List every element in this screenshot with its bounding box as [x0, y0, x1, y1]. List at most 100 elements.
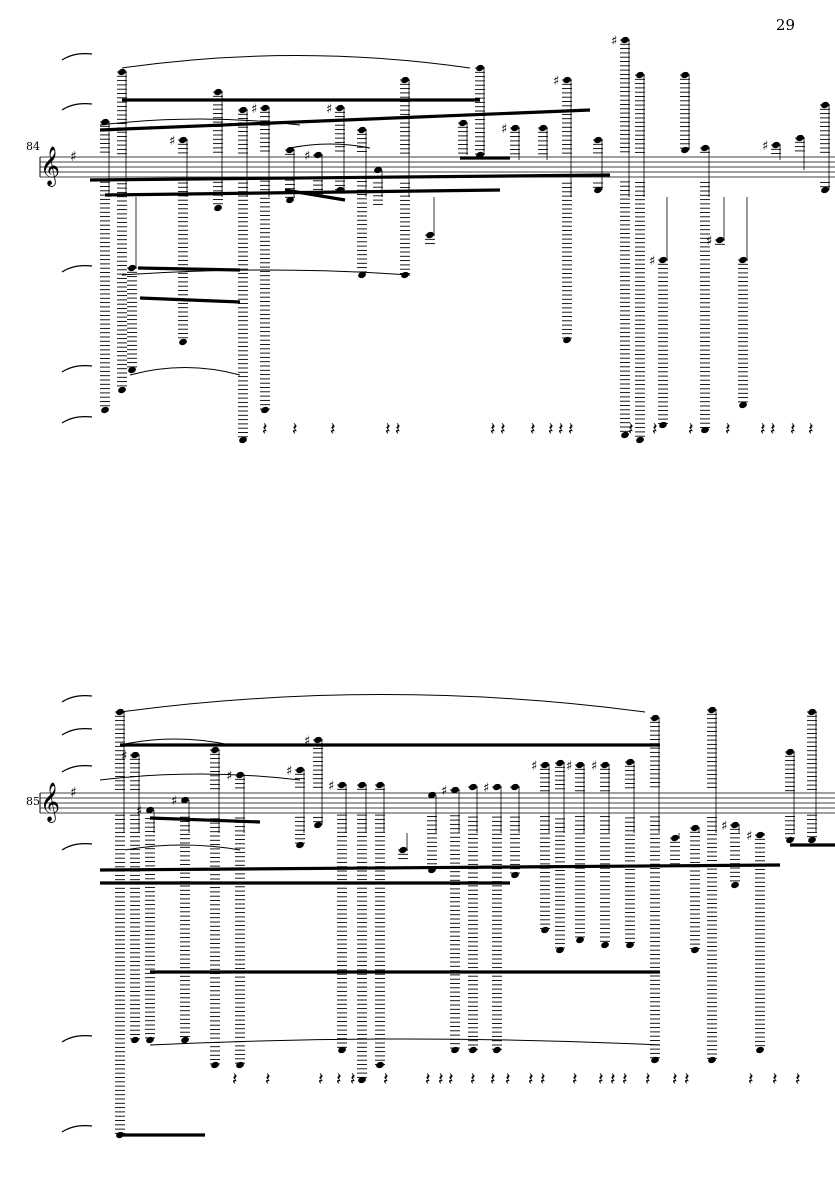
notehead — [659, 421, 667, 429]
notehead — [131, 751, 139, 759]
notehead — [636, 71, 644, 79]
beam — [99, 108, 591, 132]
notehead — [428, 791, 436, 799]
notehead — [314, 736, 322, 744]
quarter-rest-icon: 𝄽 — [262, 419, 268, 440]
slur — [121, 269, 411, 276]
notehead — [731, 881, 739, 889]
quarter-rest-icon: 𝄽 — [540, 1069, 546, 1090]
sharp-icon: ♯ — [136, 804, 142, 819]
notehead — [511, 124, 519, 132]
quarter-rest-icon: 𝄽 — [808, 419, 814, 440]
notehead — [314, 821, 322, 829]
quarter-rest-icon: 𝄽 — [568, 419, 574, 440]
notehead — [211, 1061, 219, 1069]
part-bracket — [61, 843, 93, 851]
page-number: 29 — [775, 16, 795, 34]
notehead — [786, 748, 794, 756]
notehead — [181, 1036, 189, 1044]
notehead — [621, 431, 629, 439]
sharp-icon: ♯ — [169, 134, 175, 149]
notehead — [146, 806, 154, 814]
measure-number-84: 84 — [26, 140, 40, 153]
music-system-1: 𝄞♯♯♯♯♯♯♯♯♯♯♯𝄽𝄽𝄽𝄽𝄽𝄽𝄽𝄽𝄽𝄽𝄽𝄽𝄽𝄽𝄽𝄽𝄽𝄽𝄽 — [39, 34, 835, 444]
quarter-rest-icon: 𝄽 — [265, 1069, 271, 1090]
notehead — [179, 136, 187, 144]
notehead — [451, 1046, 459, 1054]
slur — [149, 1038, 661, 1046]
quarter-rest-icon: 𝄽 — [610, 1069, 616, 1090]
slur — [119, 694, 646, 713]
notehead — [539, 124, 547, 132]
notehead — [181, 796, 189, 804]
slur — [99, 773, 301, 781]
notehead — [576, 761, 584, 769]
sharp-icon: ♯ — [649, 254, 655, 269]
quarter-rest-icon: 𝄽 — [790, 419, 796, 440]
quarter-rest-icon: 𝄽 — [470, 1069, 476, 1090]
notehead — [493, 1046, 501, 1054]
sharp-icon: ♯ — [483, 781, 489, 796]
sharp-icon: ♯ — [226, 769, 232, 784]
quarter-rest-icon: 𝄽 — [385, 419, 391, 440]
notehead — [358, 781, 366, 789]
notehead — [636, 436, 644, 444]
notehead — [401, 76, 409, 84]
notehead — [716, 236, 724, 244]
quarter-rest-icon: 𝄽 — [448, 1069, 454, 1090]
notehead — [651, 714, 659, 722]
notehead — [786, 836, 794, 844]
quarter-rest-icon: 𝄽 — [628, 419, 634, 440]
notehead — [691, 946, 699, 954]
quarter-rest-icon: 𝄽 — [490, 419, 496, 440]
quarter-rest-icon: 𝄽 — [645, 1069, 651, 1090]
quarter-rest-icon: 𝄽 — [760, 419, 766, 440]
part-bracket — [61, 765, 93, 773]
quarter-rest-icon: 𝄽 — [292, 419, 298, 440]
key-signature-sharp-icon: ♯ — [70, 149, 77, 165]
notehead — [131, 1036, 139, 1044]
notehead — [101, 406, 109, 414]
quarter-rest-icon: 𝄽 — [572, 1069, 578, 1090]
quarter-rest-icon: 𝄽 — [395, 419, 401, 440]
music-system-2: 𝄞♯♯♯♯♯♯♯♯♯♯♯♯♯♯♯𝄽𝄽𝄽𝄽𝄽𝄽𝄽𝄽𝄽𝄽𝄽𝄽𝄽𝄽𝄽𝄽𝄽𝄽𝄽𝄽𝄽𝄽𝄽𝄽 — [39, 694, 835, 1139]
quarter-rest-icon: 𝄽 — [772, 1069, 778, 1090]
slur — [129, 367, 241, 376]
notehead — [739, 401, 747, 409]
notehead — [376, 1061, 384, 1069]
notehead — [563, 76, 571, 84]
part-bracket — [61, 1125, 93, 1133]
quarter-rest-icon: 𝄽 — [383, 1069, 389, 1090]
quarter-rest-icon: 𝄽 — [652, 419, 658, 440]
notehead — [808, 836, 816, 844]
beam — [137, 266, 241, 272]
notehead — [541, 761, 549, 769]
notehead — [756, 1046, 764, 1054]
treble-clef-icon: 𝄞 — [40, 146, 60, 187]
notehead — [563, 336, 571, 344]
notehead — [476, 64, 484, 72]
measure-number-85: 85 — [26, 795, 40, 808]
part-bracket — [61, 103, 93, 111]
notehead — [426, 231, 434, 239]
notehead — [621, 36, 629, 44]
notehead — [511, 783, 519, 791]
notehead — [261, 406, 269, 414]
notehead — [358, 1076, 366, 1084]
notehead — [739, 256, 747, 264]
notehead — [236, 1061, 244, 1069]
part-bracket — [61, 1035, 93, 1043]
beam — [89, 173, 611, 182]
beam — [99, 863, 781, 872]
notehead — [691, 824, 699, 832]
notehead — [118, 68, 126, 76]
quarter-rest-icon: 𝄽 — [232, 1069, 238, 1090]
quarter-rest-icon: 𝄽 — [318, 1069, 324, 1090]
part-bracket — [61, 416, 93, 424]
notehead — [358, 271, 366, 279]
notehead — [214, 204, 222, 212]
notehead — [808, 708, 816, 716]
quarter-rest-icon: 𝄽 — [528, 1069, 534, 1090]
quarter-rest-icon: 𝄽 — [598, 1069, 604, 1090]
